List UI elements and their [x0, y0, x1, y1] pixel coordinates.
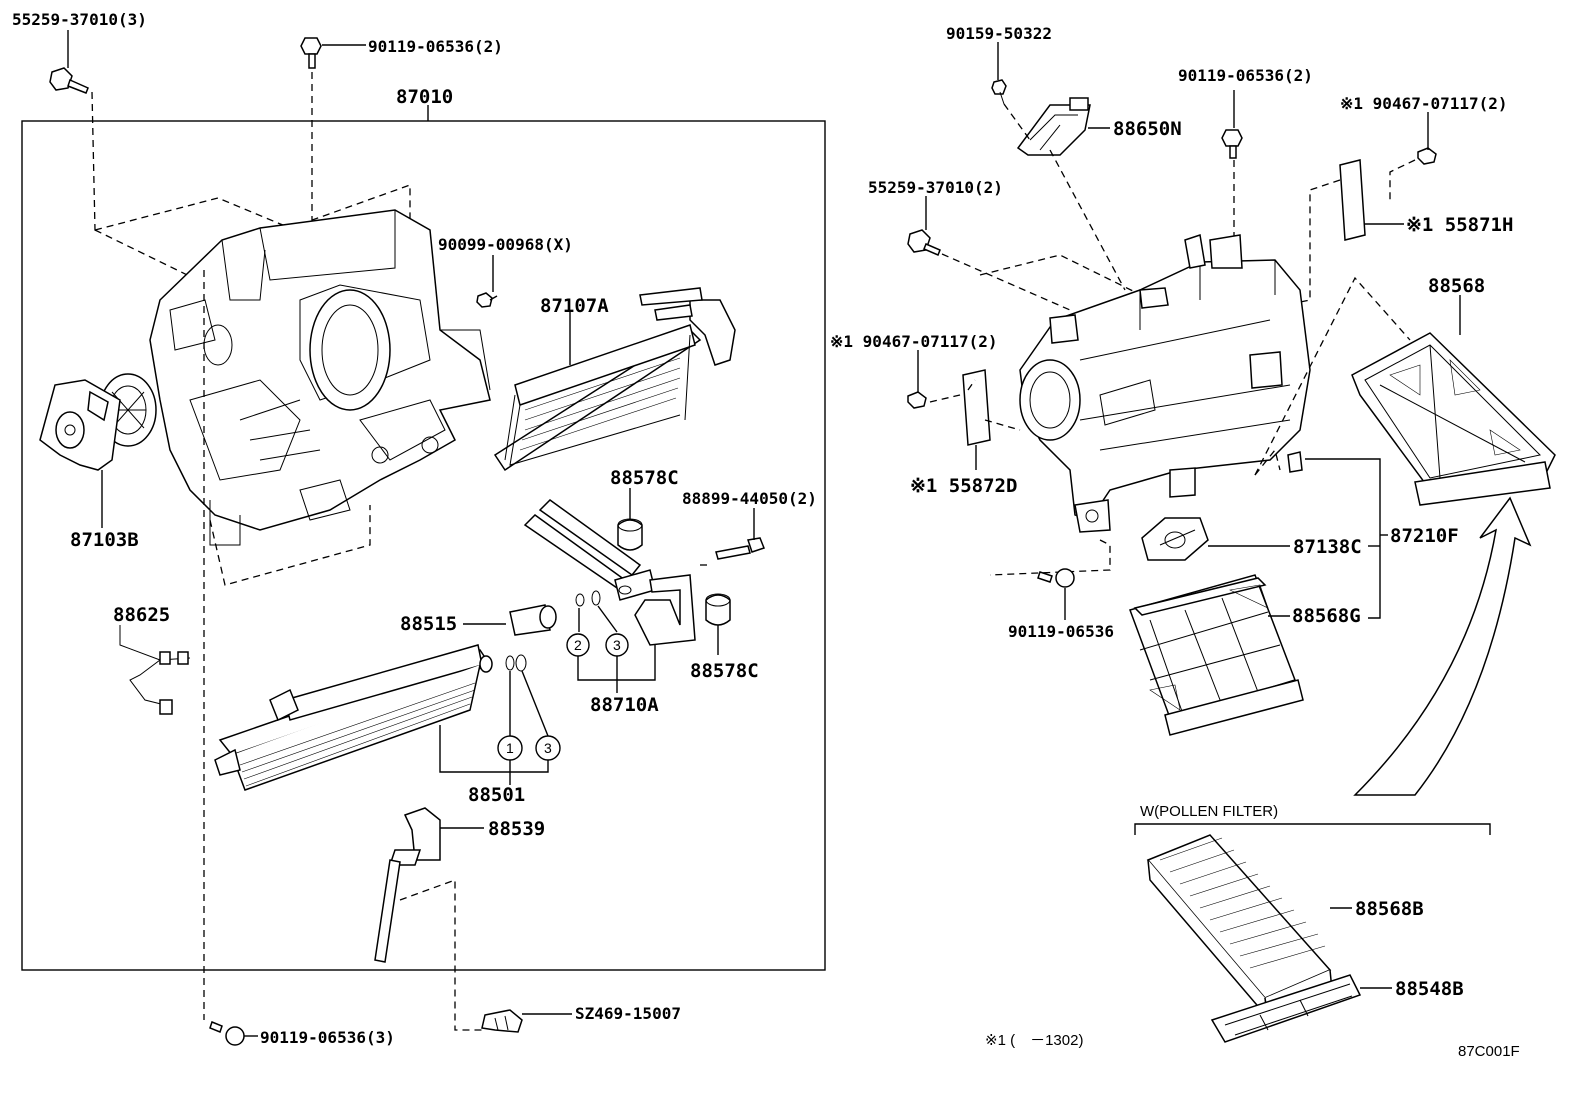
mark-3-text: 3 [544, 740, 552, 756]
label-88548B: 88548B [1395, 978, 1464, 1000]
sensor-wire [119, 625, 191, 715]
assembly-frame-87010 [21, 120, 826, 971]
mark-2-text: 2 [574, 637, 582, 653]
screw-icon [49, 67, 89, 94]
o-ring [575, 593, 585, 607]
expansion-valve [509, 604, 557, 636]
label-88568: 88568 [1428, 275, 1485, 297]
blower-housing-87210F [1019, 234, 1311, 533]
bolt-icon [1221, 129, 1243, 159]
label-88515: 88515 [400, 613, 457, 635]
blower-resistor [1141, 517, 1209, 561]
o-ring [591, 590, 601, 606]
seal-plate-55872D [962, 369, 991, 446]
blower-motor [39, 373, 157, 471]
label-88568B: 88568B [1355, 898, 1424, 920]
pipe-assembly [523, 499, 696, 646]
diagram-code: 87C001F [1458, 1043, 1520, 1060]
drain-hose [374, 807, 441, 963]
label-88501: 88501 [468, 784, 525, 806]
screw-icon [907, 229, 941, 256]
label-87210F: 87210F [1390, 525, 1459, 547]
label-87103B: 87103B [70, 529, 139, 551]
label-SZ469-15007: SZ469-15007 [575, 1004, 681, 1023]
heater-core [493, 287, 736, 472]
pipe-cap [617, 518, 643, 551]
label-88568G: 88568G [1292, 605, 1361, 627]
bolt-icon [209, 1021, 245, 1046]
screw-icon [1417, 147, 1437, 165]
label-w-pollen-filter: W(POLLEN FILTER) [1140, 803, 1278, 820]
mark-1-text: 1 [506, 740, 514, 756]
filter-frame-88548B [1210, 974, 1362, 1043]
o-ring [515, 654, 527, 672]
label-55259-37010-2: 55259-37010(2) [868, 178, 1003, 197]
clip-icon [481, 1009, 523, 1033]
footnote: ※1 ( －1302) [985, 1032, 1083, 1049]
label-87138C: 87138C [1293, 536, 1362, 558]
heater-housing [94, 184, 491, 586]
actuator-88650N [1016, 97, 1091, 156]
label-88578C: 88578C [610, 467, 679, 489]
label-x1-90467-07117-top: ※1 90467-07117(2) [1340, 94, 1508, 113]
evaporator [214, 644, 493, 791]
label-88625: 88625 [113, 604, 170, 626]
screw-icon [907, 391, 927, 409]
label-90119-06536-2-right: 90119-06536(2) [1178, 66, 1313, 85]
pipe-cap [705, 593, 731, 626]
mark-3-text: 3 [613, 637, 621, 653]
bolt-icon [1037, 568, 1075, 588]
bolt-icon [300, 37, 322, 69]
label-90119-06536-3: 90119-06536(3) [260, 1028, 395, 1047]
screw-icon [476, 292, 498, 308]
filter-frame-88568 [1351, 332, 1556, 506]
screw-icon [991, 79, 1007, 105]
filter-88568G [1129, 574, 1304, 736]
label-88578C-lower: 88578C [690, 660, 759, 682]
seal-plate-55871H [1339, 159, 1366, 241]
label-90099-00968: 90099-00968(X) [438, 235, 573, 254]
label-x1-90467-07117-left: ※1 90467-07117(2) [830, 332, 998, 351]
label-88710A: 88710A [590, 694, 659, 716]
label-x1-55872D: ※1 55872D [910, 475, 1017, 497]
arrow-icon [1353, 496, 1532, 796]
label-87010: 87010 [396, 86, 453, 108]
label-x1-55871H: ※1 55871H [1406, 214, 1513, 236]
label-90119-06536: 90119-06536 [1008, 622, 1114, 641]
label-88650N: 88650N [1113, 118, 1182, 140]
label-55259-37010-3: 55259-37010(3) [12, 10, 147, 29]
label-87107A: 87107A [540, 295, 609, 317]
label-88899-44050: 88899-44050(2) [682, 489, 817, 508]
label-88539: 88539 [488, 818, 545, 840]
bolt-icon [715, 537, 765, 560]
o-ring [505, 655, 515, 671]
label-90159-50322: 90159-50322 [946, 24, 1052, 43]
label-90119-06536-2: 90119-06536(2) [368, 37, 503, 56]
